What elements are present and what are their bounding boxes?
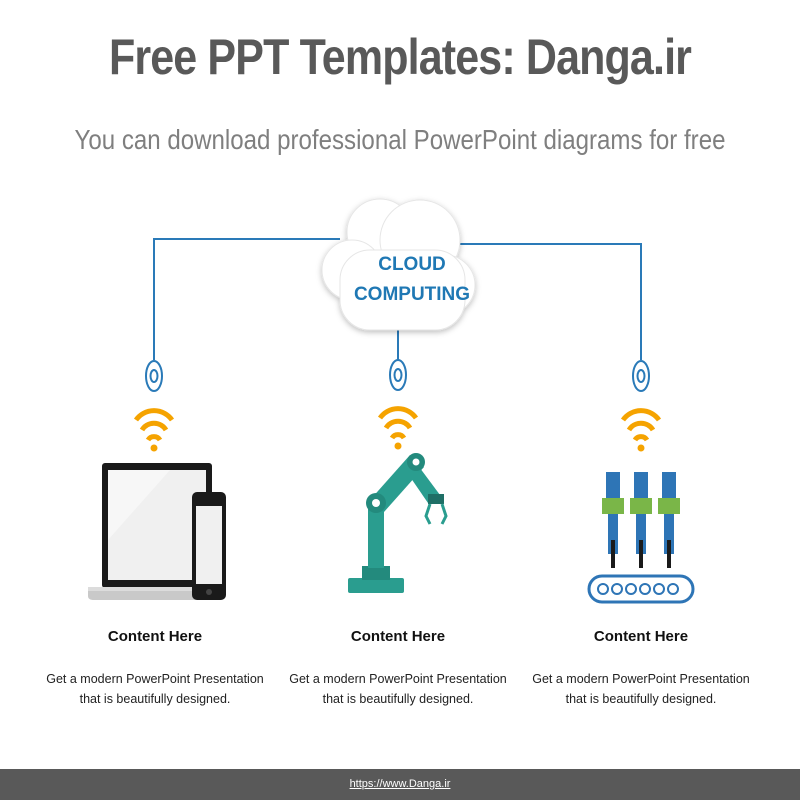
column-desc-line: Get a modern PowerPoint Presentation [46, 672, 264, 686]
cloud-label-line1: CLOUD [378, 254, 446, 275]
column-desc-center: Get a modern PowerPoint Presentation tha… [288, 669, 508, 709]
footer-link[interactable]: https://www.Danga.ir [349, 778, 451, 790]
laptop-phone-icon [88, 463, 226, 600]
connector-right [460, 243, 642, 360]
footer-bar [0, 769, 800, 800]
wifi-icon-left [133, 408, 175, 452]
robot-arm-icon [348, 453, 448, 593]
column-heading-right: Content Here [593, 628, 689, 645]
column-desc-left: Get a modern PowerPoint Presentation tha… [45, 669, 265, 709]
column-desc-line: Get a modern PowerPoint Presentation [532, 672, 750, 686]
node-right [632, 360, 650, 392]
column-desc-line: that is beautifully designed. [79, 692, 231, 706]
node-center [389, 359, 407, 391]
page-subtitle: You can download professional PowerPoint… [74, 124, 726, 155]
cloud-label-line2: COMPUTING [354, 284, 470, 305]
node-left [145, 360, 163, 392]
column-desc-line: that is beautifully designed. [322, 692, 474, 706]
connector-lines [153, 238, 642, 360]
page-title: Free PPT Templates: Danga.ir [108, 29, 692, 85]
wifi-icon-right [620, 408, 662, 452]
column-desc-right: Get a modern PowerPoint Presentation tha… [531, 669, 751, 709]
connector-left [153, 238, 340, 360]
cloud-shape [321, 198, 476, 331]
conveyor-machine-icon [587, 472, 695, 604]
column-desc-line: Get a modern PowerPoint Presentation [289, 672, 507, 686]
column-heading-left: Content Here [107, 628, 203, 645]
column-heading-center: Content Here [350, 628, 446, 645]
column-desc-line: that is beautifully designed. [565, 692, 717, 706]
wifi-icon-center [377, 406, 419, 450]
